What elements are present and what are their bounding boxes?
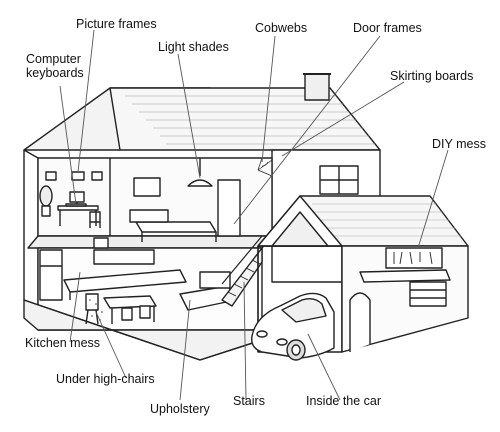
label-light-shades: Light shades [158,40,229,54]
label-cobwebs: Cobwebs [255,21,308,35]
monitor [69,191,85,203]
door-frame [217,179,241,237]
keyboard [65,203,87,207]
kitchen-cabinets-wall [93,249,155,265]
main-roof-right [109,87,381,151]
label-diy-mess: DIY mess [432,137,486,151]
label-inside-the-car: Inside the car [306,394,382,408]
upper-floor-slab [27,235,273,249]
bed [135,221,217,233]
label-picture-frames: Picture frames [76,17,157,31]
label-stairs: Stairs [233,394,265,408]
fridge [39,249,63,301]
plant [39,185,53,207]
cobweb [257,157,273,177]
chimney [304,73,330,101]
main-house-left-wall [23,149,39,309]
car [251,292,335,361]
label-door-frames: Door frames [353,21,422,35]
picture-frame-1 [45,171,57,181]
garage-arch [349,292,371,352]
label-upholstery: Upholstery [150,402,210,416]
label-skirting-boards: Skirting boards [390,69,474,83]
label-kitchen-mess: Kitchen mess [25,336,101,350]
high-chair [85,293,99,311]
light-shade [187,179,213,187]
leader-lines [59,29,449,401]
label-under-high-chairs: Under high-chairs [56,372,155,386]
picture-frame-3 [91,171,103,181]
stair-rail [221,235,263,285]
kitchen-counter [63,269,187,293]
kitchen-table [103,295,157,309]
bedroom-picture [133,177,161,197]
label-computer-keyboards: Computer keyboards [26,52,84,80]
window-kitchen [93,237,109,249]
workbench [359,269,451,283]
